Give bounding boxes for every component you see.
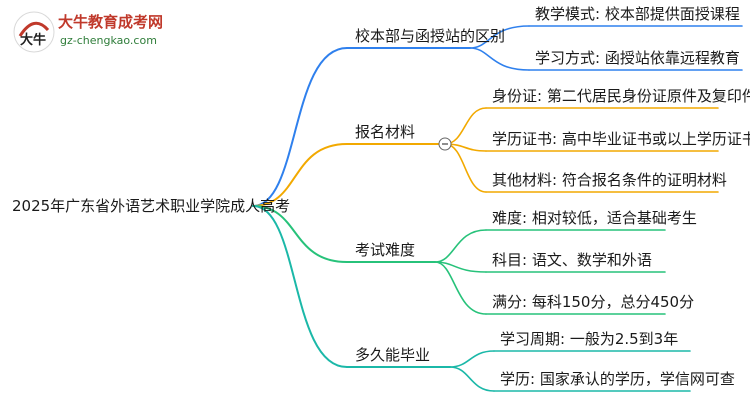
connector-root-to-branch [252,143,348,207]
connector-branch-to-child [434,229,487,263]
branch-topic[interactable]: 校本部与函授站的区别 [355,27,506,45]
subtopic[interactable]: 身份证: 第二代居民身份证原件及复印件 [492,87,750,105]
connector-branch-to-child [469,25,530,49]
subtopic[interactable]: 教学模式: 校本部提供面授课程 [535,5,740,23]
connector-root-to-branch [252,47,348,207]
branch-topic[interactable]: 考试难度 [355,241,416,259]
logo-mark-icon: 大牛 [13,11,55,53]
connector-branch-to-child [444,107,487,145]
subtopic[interactable]: 难度: 相对较低，适合基础考生 [492,209,697,227]
subtopic[interactable]: 科目: 语文、数学和外语 [492,251,652,269]
connector-root-to-branch [252,205,348,263]
connector-branch-to-child [469,47,530,71]
branch-topic[interactable]: 多久能毕业 [355,346,431,364]
logo-url: gz-chengkao.com [60,34,157,47]
connector-branch-to-child [434,261,487,273]
subtopic[interactable]: 学历: 国家承认的学历，学信网可查 [500,370,735,388]
connector-branch-to-child [434,261,487,315]
subtopic[interactable]: 满分: 每科150分，总分450分 [492,293,695,311]
subtopic[interactable]: 学历证书: 高中毕业证书或以上学历证书 [492,130,750,148]
logo-title: 大牛教育成考网 [58,13,164,31]
connector-root-to-branch [252,205,348,368]
subtopic[interactable]: 学习周期: 一般为2.5到3年 [500,330,679,348]
connector-branch-to-child [449,366,495,392]
root-topic[interactable]: 2025年广东省外语艺术职业学院成人高考 [12,197,291,215]
subtopic[interactable]: 其他材料: 符合报名条件的证明材料 [492,171,727,189]
branch-topic[interactable]: 报名材料 [355,123,416,141]
site-logo[interactable]: 大牛 大牛教育成考网 gz-chengkao.com [10,6,180,58]
logo-mark-text: 大牛 [20,32,46,48]
connector-branch-to-child [449,350,495,368]
subtopic[interactable]: 学习方式: 函授站依靠远程教育 [535,49,740,67]
collapse-toggle-icon[interactable] [438,137,452,151]
